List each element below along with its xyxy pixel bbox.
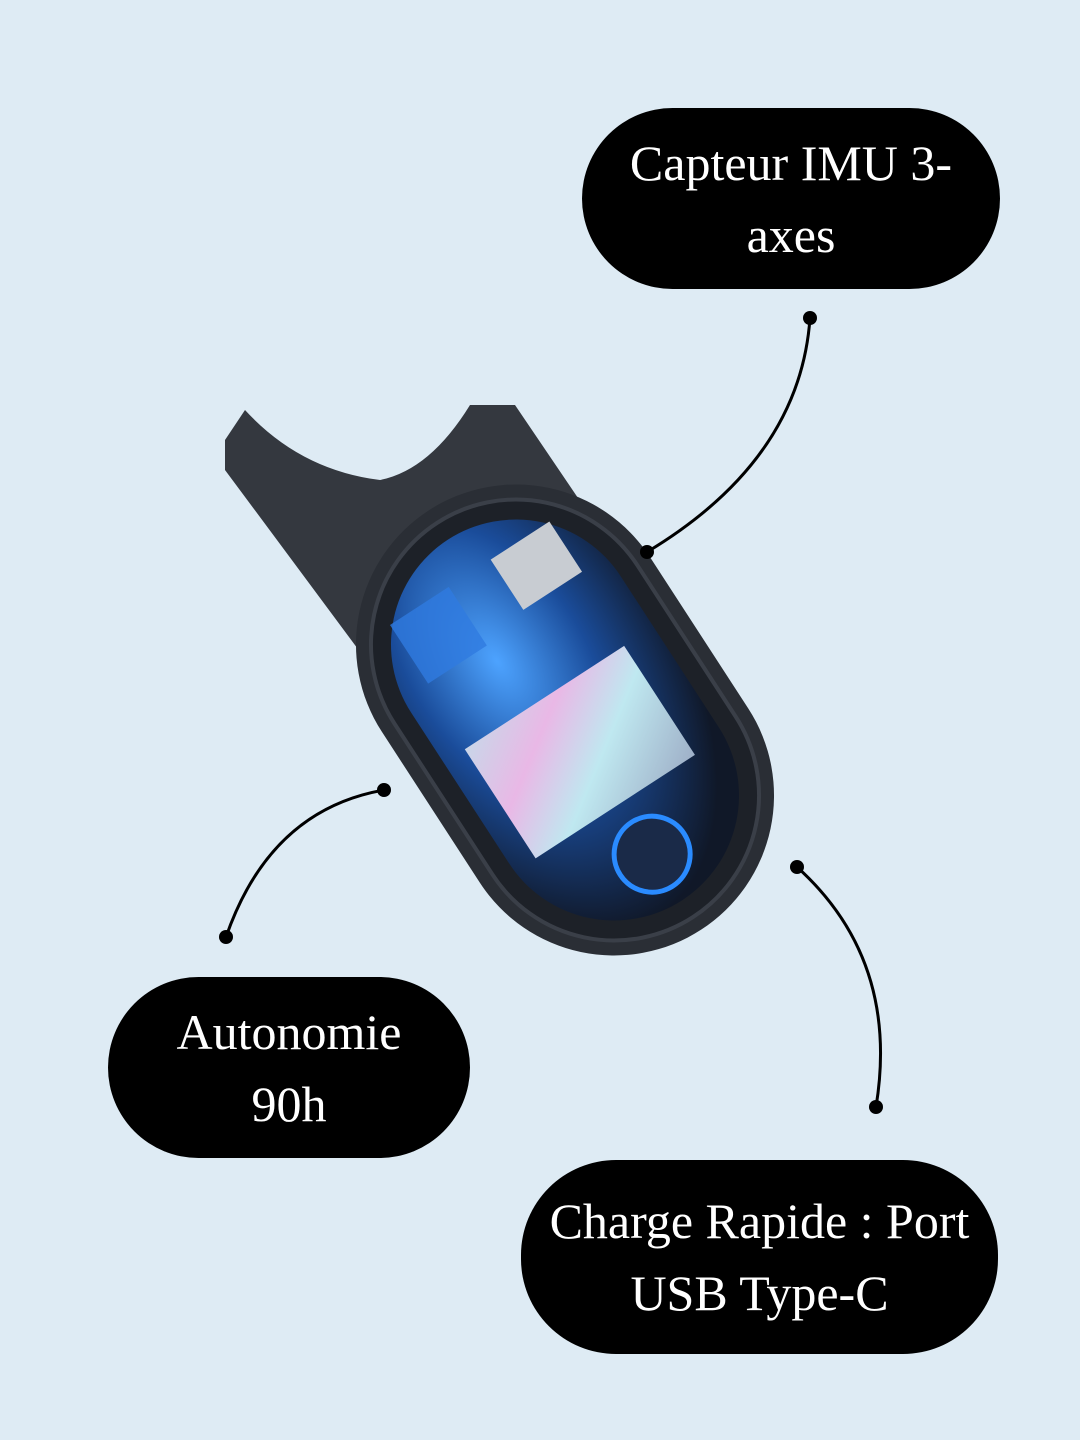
connector-battery <box>224 788 385 938</box>
device-image <box>355 484 775 956</box>
callout-fast-charge: Charge Rapide : Port USB Type-C <box>521 1160 998 1354</box>
connector-dot <box>803 311 817 325</box>
connector-dot <box>790 860 804 874</box>
connector-charge <box>795 865 883 1108</box>
callout-battery-life: Autonomie 90h <box>108 977 470 1158</box>
connector-dot <box>640 545 654 559</box>
callout-text: Capteur IMU 3-axes <box>629 134 953 263</box>
imu-chip <box>390 586 487 684</box>
connector-imu <box>646 317 812 554</box>
callout-text: Autonomie 90h <box>176 1003 402 1132</box>
connector-dot <box>869 1100 883 1114</box>
vibration-motor <box>611 813 693 895</box>
callout-imu-sensor: Capteur IMU 3-axes <box>582 108 1000 289</box>
callout-text: Charge Rapide : Port USB Type-C <box>549 1193 970 1321</box>
usb-c-port <box>490 521 583 610</box>
battery <box>464 645 695 859</box>
connector-dot <box>219 930 233 944</box>
connector-dot <box>377 783 391 797</box>
